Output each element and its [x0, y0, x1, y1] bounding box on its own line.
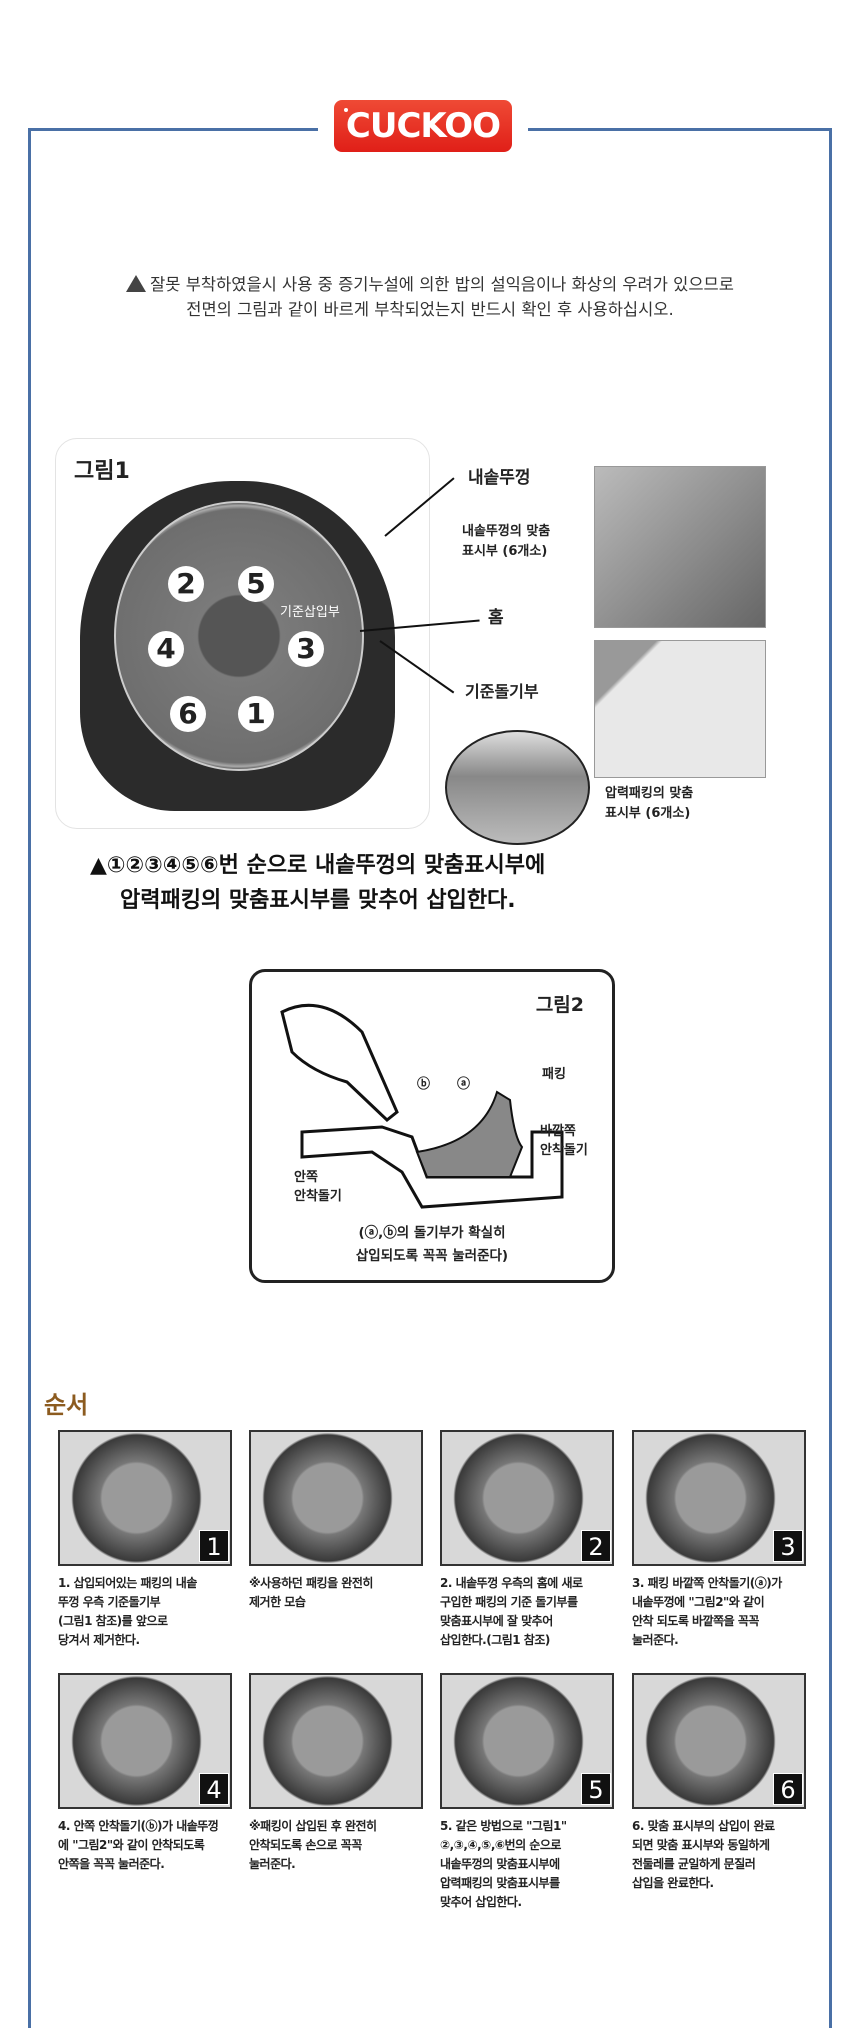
label-lid-mark-1: 내솥뚜껑의 맞춤: [462, 524, 551, 539]
figure-1-caption-line-2: 압력패킹의 맞춤표시부를 맞추어 삽입한다.: [120, 888, 516, 913]
step-description: ※패킹이 삽입된 후 완전히 안착되도록 손으로 꼭꼭 눌러준다.: [249, 1819, 377, 1871]
figure-1-caption-line-1: ▲①②③④⑤⑥번 순으로 내솥뚜껑의 맞춤표시부에: [90, 853, 546, 878]
step-6: ※패킹이 삽입된 후 완전히 안착되도록 손으로 꼭꼭 눌러준다.: [249, 1673, 423, 1874]
order-title: 순서: [44, 1391, 89, 1419]
packing-cross-section-illustration: [280, 1003, 564, 1209]
label-lid: 내솥뚜껑: [468, 468, 531, 488]
label-ref-protrusion: 기준돌기부: [465, 682, 539, 701]
figure-2-caption-line-1: (ⓐ,ⓑ의 돌기부가 확실히: [358, 1225, 506, 1241]
step-3: 2 2. 내솥뚜껑 우측의 홈에 새로 구입한 패킹의 기준 돌기부를 맞춤표시부…: [440, 1430, 614, 1650]
mark-a: ⓐ: [457, 1077, 471, 1092]
step-description: 2. 내솥뚜껑 우측의 홈에 새로 구입한 패킹의 기준 돌기부를 맞춤표시부에…: [440, 1576, 583, 1647]
cuckoo-logo: CUCKOO: [334, 100, 512, 152]
mark-b: ⓑ: [417, 1077, 431, 1092]
order-number: 6: [170, 696, 206, 732]
packing-closeup-photo: [594, 640, 766, 778]
warning-line-2: 전면의 그림과 같이 바르게 부착되었는지 반드시 확인 후 사용하십시오.: [186, 300, 674, 319]
step-description: 4. 안쪽 안착돌기(ⓑ)가 내솥뚜껑 에 "그림2"와 같이 안착되도록 안쪽…: [58, 1819, 219, 1871]
step-number-badge: 5: [581, 1773, 611, 1805]
step-5: 4 4. 안쪽 안착돌기(ⓑ)가 내솥뚜껑 에 "그림2"와 같이 안착되도록 안…: [58, 1673, 232, 1874]
step-4: 3 3. 패킹 바깥쪽 안착돌기(ⓐ)가 내솥뚜껑에 "그림2"와 같이 안착 되…: [632, 1430, 806, 1650]
figure-2-title: 그림2: [535, 994, 584, 1016]
label-packing-mark-2: 표시부 (6개소): [605, 806, 691, 821]
step-2: ※사용하던 패킹을 완전히 제거한 모습: [249, 1430, 423, 1612]
label-inner-1: 안쪽: [294, 1170, 318, 1185]
order-number: 3: [288, 631, 324, 667]
lid-closeup-photo: [594, 466, 766, 628]
order-number: 1: [238, 696, 274, 732]
label-packing-mark-1: 압력패킹의 맞춤: [605, 786, 694, 801]
reference-insert-label: 기준삽입부: [280, 605, 340, 620]
label-outer-1: 바깥쪽: [540, 1124, 576, 1139]
step-8: 6 6. 맞춤 표시부의 삽입이 완료 되면 맞춤 표시부와 동일하게 전둘레를 …: [632, 1673, 806, 1893]
step-description: ※사용하던 패킹을 완전히 제거한 모습: [249, 1576, 373, 1609]
figure-1-title: 그림1: [74, 459, 130, 484]
warning-line-1: 잘못 부착하였을시 사용 중 증기누설에 의한 밥의 설익음이나 화상의 우려가…: [150, 275, 734, 294]
step-number-badge: 6: [773, 1773, 803, 1805]
lid-illustration: 2 5 4 3 6 1 기준삽입부: [80, 481, 395, 811]
step-number-badge: 1: [199, 1530, 229, 1562]
step-7: 5 5. 같은 방법으로 "그림1" ②,③,④,⑤,⑥번의 순으로 내솥뚜껑의 …: [440, 1673, 614, 1912]
step-photo: [249, 1430, 423, 1566]
order-number: 2: [168, 566, 204, 602]
label-groove: 홈: [488, 608, 504, 628]
step-number-badge: 4: [199, 1773, 229, 1805]
step-photo: [632, 1430, 806, 1566]
step-number-badge: 3: [773, 1530, 803, 1562]
label-inner-2: 안착돌기: [294, 1189, 342, 1204]
step-description: 6. 맞춤 표시부의 삽입이 완료 되면 맞춤 표시부와 동일하게 전둘레를 균…: [632, 1819, 775, 1890]
warning-icon: [126, 275, 147, 292]
inner-lid-plate: [114, 501, 364, 771]
label-lid-mark-2: 표시부 (6개소): [462, 544, 548, 559]
step-number-badge: 2: [581, 1530, 611, 1562]
mark-magnified-circle: [445, 730, 590, 845]
order-number: 4: [148, 631, 184, 667]
label-outer-2: 안착돌기: [540, 1143, 588, 1158]
warning-notice: 잘못 부착하였을시 사용 중 증기누설에 의한 밥의 설익음이나 화상의 우려가…: [0, 272, 860, 322]
step-photo: [249, 1673, 423, 1809]
figure-1-caption: ▲①②③④⑤⑥번 순으로 내솥뚜껑의 맞춤표시부에 압력패킹의 맞춤표시부를 맞…: [90, 848, 545, 918]
figure-1: 그림1 2 5 4 3 6 1 기준삽입부: [55, 438, 430, 829]
step-description: 5. 같은 방법으로 "그림1" ②,③,④,⑤,⑥번의 순으로 내솥뚜껑의 맞…: [440, 1819, 567, 1909]
step-description: 3. 패킹 바깥쪽 안착돌기(ⓐ)가 내솥뚜껑에 "그림2"와 같이 안착 되도…: [632, 1576, 782, 1647]
label-packing: 패킹: [542, 1067, 566, 1082]
figure-2-caption-line-2: 삽입되도록 꼭꼭 눌러준다): [355, 1248, 509, 1264]
step-description: 1. 삽입되어있는 패킹의 내솥 뚜껑 우측 기준돌기부 (그림1 참조)를 앞…: [58, 1576, 197, 1647]
order-number: 5: [238, 566, 274, 602]
